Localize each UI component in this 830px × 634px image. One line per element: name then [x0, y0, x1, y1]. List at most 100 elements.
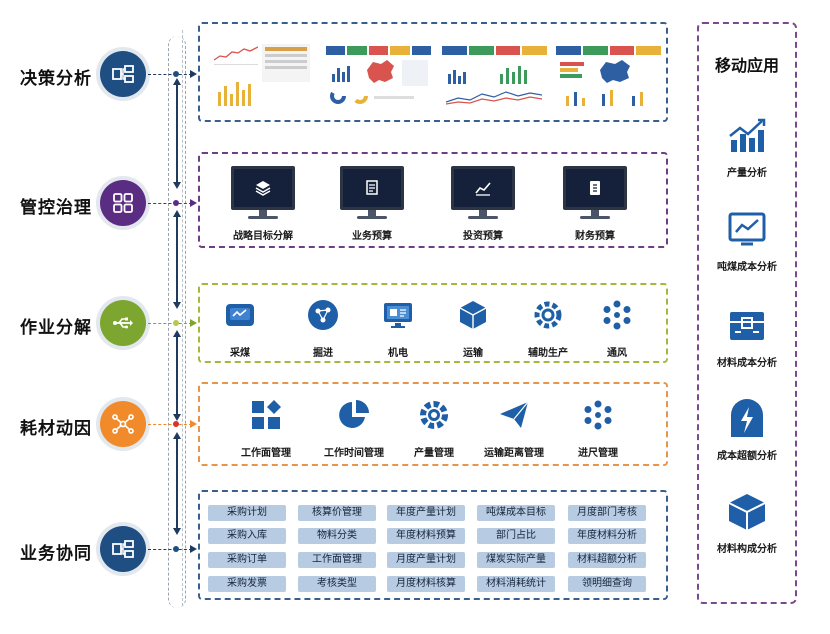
spine-frame [168, 36, 186, 608]
cost-driver-label: 工作时间管理 [324, 448, 384, 459]
mobile-item[interactable]: 材料成本分析 [697, 306, 797, 369]
arrow-up-icon [173, 78, 181, 85]
connector-dot [173, 71, 179, 77]
business-panel [198, 490, 668, 600]
document-icon [340, 166, 404, 210]
cost-driver-label: 运输距离管理 [484, 448, 544, 459]
mobile-item[interactable]: 吨煤成本分析 [697, 210, 797, 273]
business-chip[interactable]: 月度材料核算 [387, 576, 465, 592]
connector [148, 74, 192, 75]
level-label-cost-drivers: 耗材动因 [20, 419, 92, 439]
business-chip[interactable]: 材料超额分析 [568, 552, 646, 568]
governance-label: 战略目标分解 [233, 231, 293, 242]
fan-dots-icon [584, 400, 612, 430]
blocks-icon [252, 400, 281, 429]
flowchart-icon [100, 526, 146, 572]
box-icon [728, 494, 766, 530]
level-label-governance: 管控治理 [20, 198, 92, 218]
trend-monitor-icon [728, 212, 766, 246]
lightning-icon [731, 399, 763, 437]
mobile-panel [697, 22, 797, 604]
pie-chart-icon [339, 400, 369, 428]
operation-label: 运输 [463, 348, 483, 359]
arrow-right-icon [190, 545, 197, 553]
operation-item: 掘进 [288, 298, 358, 359]
connector-dot [173, 320, 179, 326]
mobile-item-label: 材料构成分析 [717, 544, 777, 555]
governance-item: 财务预算 [558, 166, 632, 242]
arrow-right-icon [190, 319, 197, 327]
dashboard-thumbnail [556, 36, 661, 108]
cost-driver-label: 进尺管理 [578, 448, 618, 459]
molecule-icon [308, 300, 338, 330]
mobile-item-label: 吨煤成本分析 [717, 262, 777, 273]
arrow-up-icon [173, 330, 181, 337]
operation-label: 采煤 [230, 348, 250, 359]
business-chip[interactable]: 采购入库 [208, 528, 286, 544]
gear-icon [420, 401, 448, 429]
business-chip[interactable]: 年度材料分析 [568, 528, 646, 544]
operation-item: 运输 [438, 298, 508, 359]
cost-driver-item: 产量管理 [388, 398, 480, 459]
cost-driver-label: 工作面管理 [241, 448, 291, 459]
mobile-item-label: 材料成本分析 [717, 358, 777, 369]
arrow-right-icon [190, 199, 197, 207]
cost-driver-item: 运输距离管理 [468, 398, 560, 459]
business-chip[interactable]: 考核类型 [298, 576, 376, 592]
mobile-item[interactable]: 产量分析 [697, 116, 797, 179]
cost-drivers-panel [198, 382, 668, 466]
governance-panel [198, 152, 668, 248]
governance-label: 投资预算 [463, 231, 503, 242]
business-chip[interactable]: 领明细查询 [568, 576, 646, 592]
arrow-down-icon [173, 414, 181, 421]
cube-icon [459, 301, 487, 329]
business-chip[interactable]: 吨煤成本目标 [477, 505, 555, 521]
mobile-item[interactable]: 材料构成分析 [697, 492, 797, 555]
business-chip[interactable]: 工作面管理 [298, 552, 376, 568]
business-chip[interactable]: 采购订单 [208, 552, 286, 568]
network-icon [100, 401, 146, 447]
level-label-business: 业务协同 [20, 544, 92, 564]
operation-item: 采煤 [205, 298, 275, 359]
business-chip[interactable]: 年度产量计划 [387, 505, 465, 521]
usb-icon [100, 300, 146, 346]
operation-item: 通风 [582, 298, 652, 359]
operations-panel [198, 283, 668, 363]
governance-item: 战略目标分解 [226, 166, 300, 242]
business-chip[interactable]: 煤炭实际产量 [477, 552, 555, 568]
arrow-up-icon [173, 210, 181, 217]
business-chip[interactable]: 物料分类 [298, 528, 376, 544]
governance-item: 业务预算 [335, 166, 409, 242]
fan-dots-icon [603, 300, 631, 330]
level-label-decision: 决策分析 [20, 69, 92, 89]
business-chip[interactable]: 采购发票 [208, 576, 286, 592]
flow-line [176, 334, 178, 414]
business-chip[interactable]: 采购计划 [208, 505, 286, 521]
business-chip[interactable]: 月度产量计划 [387, 552, 465, 568]
cost-driver-label: 产量管理 [414, 448, 454, 459]
flow-line [176, 214, 178, 302]
bar-growth-icon [729, 118, 766, 152]
arrow-down-icon [173, 302, 181, 309]
ledger-icon [563, 166, 627, 210]
governance-item: 投资预算 [446, 166, 520, 242]
business-chip[interactable]: 月度部门考核 [568, 505, 646, 521]
dashboard-thumbnail [210, 36, 315, 108]
operation-label: 掘进 [313, 348, 333, 359]
mobile-item-label: 成本超额分析 [717, 451, 777, 462]
business-chip[interactable]: 部门占比 [477, 528, 555, 544]
operation-label: 机电 [388, 348, 408, 359]
monitor-icon [384, 303, 412, 328]
gear-icon [534, 301, 562, 329]
business-chip[interactable]: 材料消耗统计 [477, 576, 555, 592]
business-chip[interactable]: 年度材料预算 [387, 528, 465, 544]
spine-line [182, 30, 183, 606]
operation-item: 辅助生产 [513, 298, 583, 359]
mobile-item[interactable]: 成本超额分析 [697, 399, 797, 462]
governance-label: 业务预算 [352, 231, 392, 242]
business-chip[interactable]: 核算价管理 [298, 505, 376, 521]
flowchart-icon [100, 51, 146, 97]
connector [148, 424, 192, 425]
mobile-item-label: 产量分析 [727, 168, 767, 179]
operation-label: 通风 [607, 348, 627, 359]
